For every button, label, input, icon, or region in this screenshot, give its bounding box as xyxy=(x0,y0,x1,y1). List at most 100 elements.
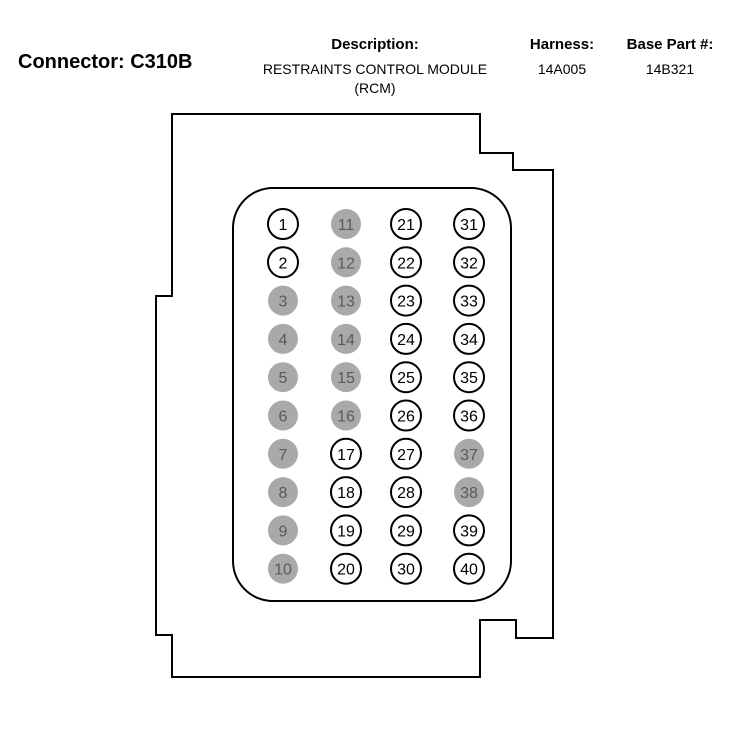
pin-label: 18 xyxy=(337,485,355,502)
pin-circle-active xyxy=(390,208,422,240)
description-value-line2: (RCM) xyxy=(354,80,396,96)
pin-34: 34 xyxy=(453,322,485,355)
pin-label: 37 xyxy=(460,447,478,464)
pin-label: 28 xyxy=(397,485,415,502)
pin-label: 10 xyxy=(274,562,292,579)
pin-7: 7 xyxy=(268,438,298,469)
base-part-label: Base Part #: xyxy=(626,36,714,53)
pin-24: 24 xyxy=(390,322,422,355)
pin-label: 35 xyxy=(460,370,478,387)
pin-5: 5 xyxy=(268,362,298,393)
pin-cavity-outline xyxy=(232,187,512,602)
pin-circle-active xyxy=(390,284,422,317)
pin-10: 10 xyxy=(268,553,298,584)
pin-2: 2 xyxy=(267,246,299,279)
pin-label: 2 xyxy=(279,255,288,272)
pin-circle-unused xyxy=(268,400,298,431)
pin-9: 9 xyxy=(268,515,298,546)
description-value-line1: RESTRAINTS CONTROL MODULE xyxy=(262,61,488,77)
pin-label: 39 xyxy=(460,523,478,540)
pin-circle-active xyxy=(453,284,485,317)
pin-circle-active xyxy=(267,246,299,279)
pin-23: 23 xyxy=(390,284,422,317)
pin-8: 8 xyxy=(268,477,298,508)
pin-36: 36 xyxy=(453,399,485,432)
connector-housing-outline xyxy=(155,113,554,678)
pin-circle-unused xyxy=(454,438,484,469)
pin-label: 11 xyxy=(338,217,355,234)
pin-40: 40 xyxy=(453,552,485,585)
pin-circle-active xyxy=(330,552,362,585)
pin-1: 1 xyxy=(267,208,299,240)
pin-label: 8 xyxy=(279,485,288,502)
pin-6: 6 xyxy=(268,400,298,431)
pin-label: 16 xyxy=(337,409,355,426)
pin-circle-unused xyxy=(268,553,298,584)
pin-label: 15 xyxy=(337,370,355,387)
pin-label: 1 xyxy=(279,217,288,234)
pin-label: 12 xyxy=(337,255,355,272)
pin-29: 29 xyxy=(390,514,422,547)
pins-layer: 1234567891011121314151617181920212223242… xyxy=(267,208,485,585)
pin-21: 21 xyxy=(390,208,422,240)
pin-circle-active xyxy=(390,246,422,279)
pin-11: 11 xyxy=(331,209,361,239)
pin-20: 20 xyxy=(330,552,362,585)
pin-37: 37 xyxy=(454,438,484,469)
pin-19: 19 xyxy=(330,514,362,547)
pin-circle-unused xyxy=(331,362,361,393)
pin-circle-unused xyxy=(331,400,361,431)
pin-circle-unused xyxy=(454,477,484,508)
pin-14: 14 xyxy=(331,323,361,354)
pin-circle-unused xyxy=(331,323,361,354)
pin-circle-unused xyxy=(268,438,298,469)
pin-label: 38 xyxy=(460,485,478,502)
pin-label: 7 xyxy=(279,447,288,464)
pin-label: 27 xyxy=(397,447,415,464)
pin-25: 25 xyxy=(390,361,422,394)
pin-label: 3 xyxy=(279,294,288,311)
pin-28: 28 xyxy=(390,476,422,509)
pin-circle-active xyxy=(390,322,422,355)
pin-label: 21 xyxy=(397,217,415,234)
pin-circle-active xyxy=(453,514,485,547)
pin-circle-unused xyxy=(331,285,361,316)
harness-label: Harness: xyxy=(529,36,595,53)
pin-circle-active xyxy=(453,361,485,394)
pin-label: 24 xyxy=(397,332,415,349)
harness-value: 14A005 xyxy=(537,61,587,77)
pin-circle-unused xyxy=(268,285,298,316)
pin-16: 16 xyxy=(331,400,361,431)
pin-circle-active xyxy=(330,476,362,509)
pin-13: 13 xyxy=(331,285,361,316)
pin-circle-active xyxy=(390,437,422,470)
pin-circle-unused xyxy=(268,323,298,354)
pin-circle-unused xyxy=(268,362,298,393)
pin-18: 18 xyxy=(330,476,362,509)
pin-circle-active xyxy=(453,208,485,240)
pin-circle-unused xyxy=(331,209,361,239)
pin-circle-active xyxy=(330,514,362,547)
pin-label: 25 xyxy=(397,370,415,387)
pin-circle-active xyxy=(330,437,362,470)
pin-label: 22 xyxy=(397,255,415,272)
pin-31: 31 xyxy=(453,208,485,240)
pin-label: 6 xyxy=(279,409,288,426)
pin-circle-unused xyxy=(268,515,298,546)
pin-label: 19 xyxy=(337,523,355,540)
pin-circle-active xyxy=(390,514,422,547)
pin-label: 23 xyxy=(397,294,415,311)
pin-32: 32 xyxy=(453,246,485,279)
pin-label: 20 xyxy=(337,562,355,579)
description-value: RESTRAINTS CONTROL MODULE (RCM) xyxy=(232,60,518,98)
pin-label: 30 xyxy=(397,562,415,579)
pin-35: 35 xyxy=(453,361,485,394)
pin-circle-unused xyxy=(268,477,298,508)
pin-label: 29 xyxy=(397,523,415,540)
pin-circle-active xyxy=(453,552,485,585)
pin-3: 3 xyxy=(268,285,298,316)
pin-12: 12 xyxy=(331,247,361,278)
description-label: Description: xyxy=(331,36,419,53)
pin-circle-active xyxy=(453,399,485,432)
pin-30: 30 xyxy=(390,552,422,585)
